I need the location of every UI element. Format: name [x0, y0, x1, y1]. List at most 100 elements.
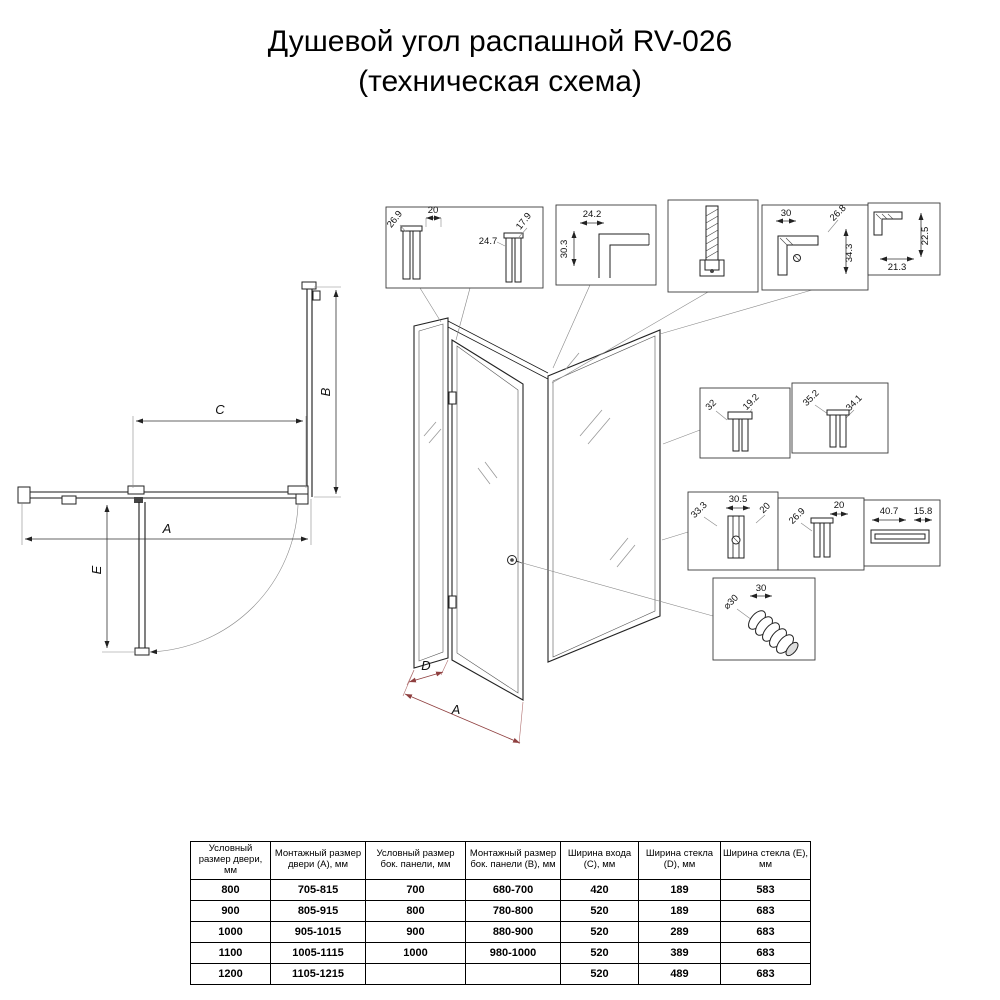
iso-left-panel — [413, 317, 449, 669]
dim-label-20c: 20 — [834, 500, 845, 511]
dim-label-21-3: 21.3 — [888, 262, 907, 273]
table-header-cell: Ширина стекла (D), мм — [638, 841, 721, 880]
table-cell: 780-800 — [465, 899, 561, 922]
table-cell: 700 — [365, 878, 466, 901]
plan-dim-c-label: C — [215, 402, 225, 417]
table-cell: 1100 — [190, 941, 271, 964]
detail-box-3 — [667, 199, 759, 293]
table-cell: 683 — [720, 962, 811, 985]
plan-dim-a-group: A — [21, 499, 312, 545]
dim-label-30b: 30 — [756, 583, 767, 594]
table-cell: 1105-1215 — [270, 962, 366, 985]
dim-label-40-7: 40.7 — [880, 506, 899, 517]
detail-box-2: 24.2 30.3 — [555, 204, 657, 286]
table-cell: 805-915 — [270, 899, 366, 922]
plan-dim-b-label: B — [318, 387, 333, 396]
table-header-row: Условный размер двери, мм Монтажный разм… — [190, 841, 811, 880]
table-cell: 1200 — [190, 962, 271, 985]
detail-box-5: 22.5 21.3 — [867, 202, 941, 276]
table-header-cell: Ширина входа (C), мм — [560, 841, 639, 880]
detail-box-9: 26.9 20 — [777, 497, 865, 571]
dim-label-34-3: 34.3 — [844, 244, 855, 263]
table-cell: 1000 — [190, 920, 271, 943]
table-cell: 900 — [365, 920, 466, 943]
table-cell: 289 — [638, 920, 721, 943]
dim-label-24-2: 24.2 — [583, 209, 602, 220]
table-row: 1200 1105-1215 520 489 683 — [190, 962, 811, 985]
iso-dim-a-group: A — [402, 669, 524, 745]
plan-door-open — [134, 502, 150, 656]
dim-label-30-3: 30.3 — [559, 240, 570, 259]
detail-box-10: 40.7 15.8 — [863, 499, 941, 567]
iso-dim-d-label: D — [421, 658, 430, 673]
iso-view: D A — [402, 284, 813, 745]
table-cell: 520 — [560, 962, 639, 985]
detail-box-1: 26.9 20 24.7 17.9 — [385, 205, 544, 289]
table-cell: 389 — [638, 941, 721, 964]
detail-leader-lines — [419, 284, 813, 617]
table-cell: 680-700 — [465, 878, 561, 901]
size-table: Условный размер двери, мм Монтажный разм… — [190, 841, 811, 985]
table-cell: 900 — [190, 899, 271, 922]
table-cell: 800 — [365, 899, 466, 922]
table-cell: 683 — [720, 941, 811, 964]
dim-label-30-5: 30.5 — [729, 494, 748, 505]
dim-label-15-8: 15.8 — [914, 506, 933, 517]
table-cell: 683 — [720, 899, 811, 922]
iso-door — [448, 339, 524, 701]
table-cell: 583 — [720, 878, 811, 901]
table-cell: 905-1015 — [270, 920, 366, 943]
detail-box-8: 33.3 30.5 20 — [687, 491, 779, 571]
iso-top-bar — [447, 320, 549, 380]
table-cell: 980-1000 — [465, 941, 561, 964]
iso-right-panel — [547, 329, 661, 663]
plan-front-assembly — [17, 485, 309, 505]
title-line-1: Душевой угол распашной RV-026 — [267, 25, 733, 58]
handle-knob-detail — [748, 610, 799, 657]
plan-dim-b-group: B — [314, 286, 341, 498]
plan-dim-a-label: A — [162, 521, 172, 536]
table-cell: 800 — [190, 878, 271, 901]
table-cell: 880-900 — [465, 920, 561, 943]
plan-dim-c-group: C — [132, 402, 307, 488]
table-cell: 520 — [560, 920, 639, 943]
plan-dim-e-label: E — [89, 565, 104, 574]
dim-label-22-5: 22.5 — [920, 227, 931, 246]
dim-label-30: 30 — [781, 208, 792, 219]
table-cell: 1005-1115 — [270, 941, 366, 964]
table-cell: 683 — [720, 920, 811, 943]
plan-view: B C A E — [17, 281, 341, 656]
table-cell: 1000 — [365, 941, 466, 964]
table-row: 800 705-815 700 680-700 420 189 583 — [190, 878, 811, 901]
table-header-cell: Монтажный размер двери (A), мм — [270, 841, 366, 880]
table-header-cell: Ширина стекла (E), мм — [720, 841, 811, 880]
table-cell — [365, 962, 466, 985]
table-header-cell: Условный размер двери, мм — [190, 841, 271, 880]
title-line-2: (техническая схема) — [358, 65, 642, 98]
dim-label-20: 20 — [428, 205, 439, 216]
detail-box-6: 32 19.2 — [699, 387, 791, 459]
plan-door-swing-arc — [149, 504, 299, 655]
plan-dim-e-group: E — [89, 505, 134, 653]
iso-dim-a-label: A — [451, 702, 461, 717]
plan-side-panel — [301, 281, 321, 497]
table-cell — [465, 962, 561, 985]
table-row: 1000 905-1015 900 880-900 520 289 683 — [190, 920, 811, 943]
table-cell: 705-815 — [270, 878, 366, 901]
page-title: Душевой угол распашной RV-026 (техническ… — [0, 22, 1000, 102]
detail-box-7: 35.2 34.1 — [791, 382, 889, 454]
table-cell: 489 — [638, 962, 721, 985]
table-cell: 520 — [560, 941, 639, 964]
table-cell: 420 — [560, 878, 639, 901]
table-cell: 189 — [638, 878, 721, 901]
table-row: 900 805-915 800 780-800 520 189 683 — [190, 899, 811, 922]
detail-box-11-handle: 30 ⌀30 — [712, 577, 816, 661]
table-header-cell: Монтажный размер бок. панели (B), мм — [465, 841, 561, 880]
table-header-cell: Условный размер бок. панели, мм — [365, 841, 466, 880]
table-cell: 189 — [638, 899, 721, 922]
detail-box-4: 30 26.8 34.3 — [761, 203, 869, 291]
table-row: 1100 1005-1115 1000 980-1000 520 389 683 — [190, 941, 811, 964]
table-cell: 520 — [560, 899, 639, 922]
